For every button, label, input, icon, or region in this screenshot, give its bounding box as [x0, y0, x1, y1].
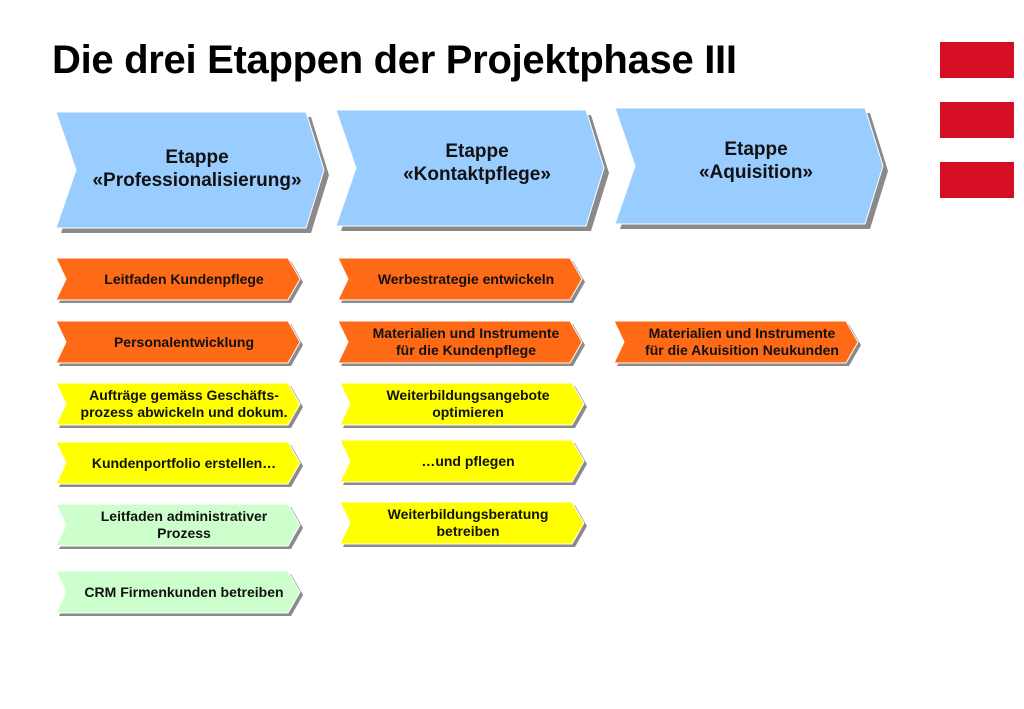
chevron-face	[55, 320, 301, 364]
task-label-line2: Prozess	[157, 525, 211, 541]
task-label-line2: betreiben	[436, 523, 500, 539]
chevron-shape	[55, 257, 303, 303]
task-label: Werbestrategie entwickeln	[377, 270, 555, 287]
phase-chevron-kontaktpflege: Etappe «Kontaktpflege»	[335, 109, 609, 231]
chevron-face	[55, 111, 325, 229]
chevron-face	[337, 257, 583, 301]
task-label-line2: für die Kundenpflege	[396, 342, 536, 358]
chevron-face	[614, 107, 884, 225]
chevron-shape	[55, 570, 303, 616]
phase-label-line1: Etappe	[165, 147, 229, 169]
task-label-line2: optimieren	[432, 404, 504, 420]
page-title: Die drei Etappen der Projektphase III	[52, 38, 737, 82]
phase-label-line1: Etappe	[724, 139, 788, 161]
chevron-shape	[339, 382, 587, 428]
chevron-face	[335, 109, 605, 227]
chevron-shape	[339, 439, 587, 485]
chevron-face	[613, 320, 859, 364]
red-bar-middle	[940, 102, 1014, 138]
task-leitfaden-administrativ: Leitfaden administrativer Prozess	[55, 503, 303, 549]
task-weiterbildungsangebote: Weiterbildungsangebote optimieren	[339, 382, 587, 428]
phase-label-line2: «Professionalisierung»	[92, 170, 302, 191]
phase-label-line2: «Aquisition»	[698, 162, 813, 183]
task-weiterbildungsberatung: Weiterbildungsberatung betreiben	[339, 501, 587, 547]
task-label-line1: Weiterbildungsberatung	[387, 506, 549, 523]
task-label-line1: Aufträge gemäss Geschäfts-	[89, 387, 279, 404]
chevron-face	[55, 570, 301, 614]
task-kundenportfolio: Kundenportfolio erstellen…	[55, 441, 303, 487]
task-materialien-akuisition: Materialien und Instrumente für die Akui…	[613, 320, 861, 366]
task-label-line1: Weiterbildungsangebote	[386, 387, 550, 404]
chevron-shape	[337, 257, 585, 303]
task-label: Kundenportfolio erstellen…	[91, 454, 277, 471]
task-label-line2: für die Akuisition Neukunden	[645, 342, 839, 358]
chevron-face	[55, 441, 301, 485]
chevron-shape	[55, 382, 303, 428]
chevron-face	[55, 382, 301, 426]
chevron-shape	[613, 320, 861, 366]
phase-chevron-aquisition: Etappe «Aquisition»	[614, 107, 888, 229]
task-label: …und pflegen	[421, 452, 515, 469]
chevron-face	[339, 382, 585, 426]
phase-chevron-professionalisierung: Etappe «Professionalisierung»	[55, 111, 329, 233]
red-bar-bottom	[940, 162, 1014, 198]
chevron-face	[55, 503, 301, 547]
task-label-line2: prozess abwickeln und dokum.	[80, 404, 288, 420]
chevron-shape	[55, 320, 303, 366]
task-leitfaden-kundenpflege: Leitfaden Kundenpflege	[55, 257, 303, 303]
task-werbestrategie: Werbestrategie entwickeln	[337, 257, 585, 303]
chevron-shape	[339, 501, 587, 547]
task-label-line1: Leitfaden administrativer	[100, 508, 268, 525]
chevron-shape	[55, 503, 303, 549]
phase-label-line2: «Kontaktpflege»	[403, 164, 551, 185]
task-label-line1: Materialien und Instrumente	[648, 325, 836, 342]
chevron-shape	[614, 107, 888, 229]
task-materialien-kundenpflege: Materialien und Instrumente für die Kund…	[337, 320, 585, 366]
task-crm-firmenkunden: CRM Firmenkunden betreiben	[55, 570, 303, 616]
chevron-face	[337, 320, 583, 364]
task-label-line1: Materialien und Instrumente	[372, 325, 560, 342]
chevron-face	[339, 501, 585, 545]
chevron-shape	[55, 441, 303, 487]
chevron-face	[339, 439, 585, 483]
chevron-shape	[337, 320, 585, 366]
task-label: Leitfaden Kundenpflege	[104, 270, 264, 287]
task-auftraege-abwickeln: Aufträge gemäss Geschäfts- prozess abwic…	[55, 382, 303, 428]
task-label: CRM Firmenkunden betreiben	[84, 583, 284, 600]
task-label: Personalentwicklung	[113, 333, 255, 350]
chevron-face	[55, 257, 301, 301]
red-bar-top	[940, 42, 1014, 78]
chevron-shape	[335, 109, 609, 231]
task-und-pflegen: …und pflegen	[339, 439, 587, 485]
task-personalentwicklung: Personalentwicklung	[55, 320, 303, 366]
phase-label-line1: Etappe	[445, 141, 509, 163]
chevron-shape	[55, 111, 329, 233]
